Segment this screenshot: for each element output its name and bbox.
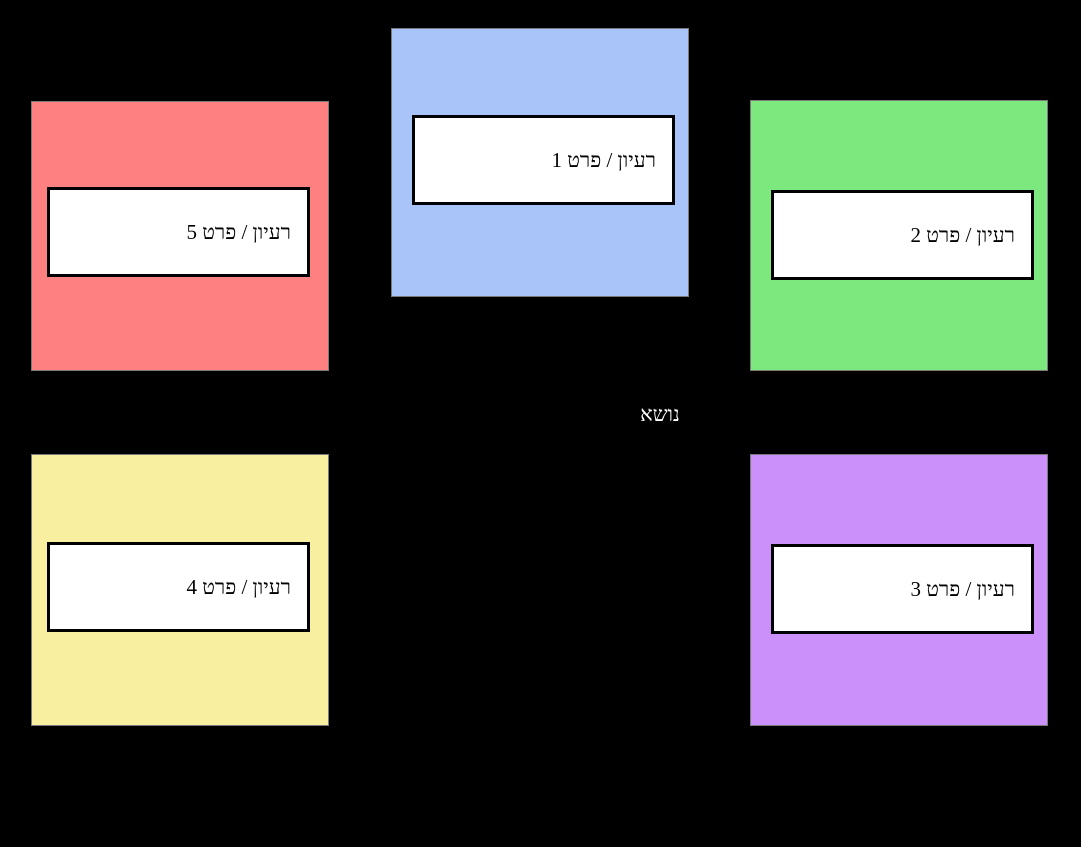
mind-map-node-5-label-box[interactable]: רעיון / פרט 5: [47, 187, 310, 277]
mind-map-node-1-label-box[interactable]: רעיון / פרט 1: [412, 115, 675, 205]
mind-map-node-4-label-box[interactable]: רעיון / פרט 4: [47, 542, 310, 632]
mind-map-node-1-label: רעיון / פרט 1: [551, 147, 656, 172]
mind-map-node-4-label: רעיון / פרט 4: [186, 574, 291, 599]
mind-map-node-3-label: רעיון / פרט 3: [910, 576, 1015, 601]
mind-map-center-topic[interactable]: נושא: [640, 402, 680, 426]
mind-map-node-2-label: רעיון / פרט 2: [910, 222, 1015, 247]
mind-map-node-5-label: רעיון / פרט 5: [186, 219, 291, 244]
mind-map-node-3-label-box[interactable]: רעיון / פרט 3: [771, 544, 1034, 634]
mind-map-node-2-label-box[interactable]: רעיון / פרט 2: [771, 190, 1034, 280]
